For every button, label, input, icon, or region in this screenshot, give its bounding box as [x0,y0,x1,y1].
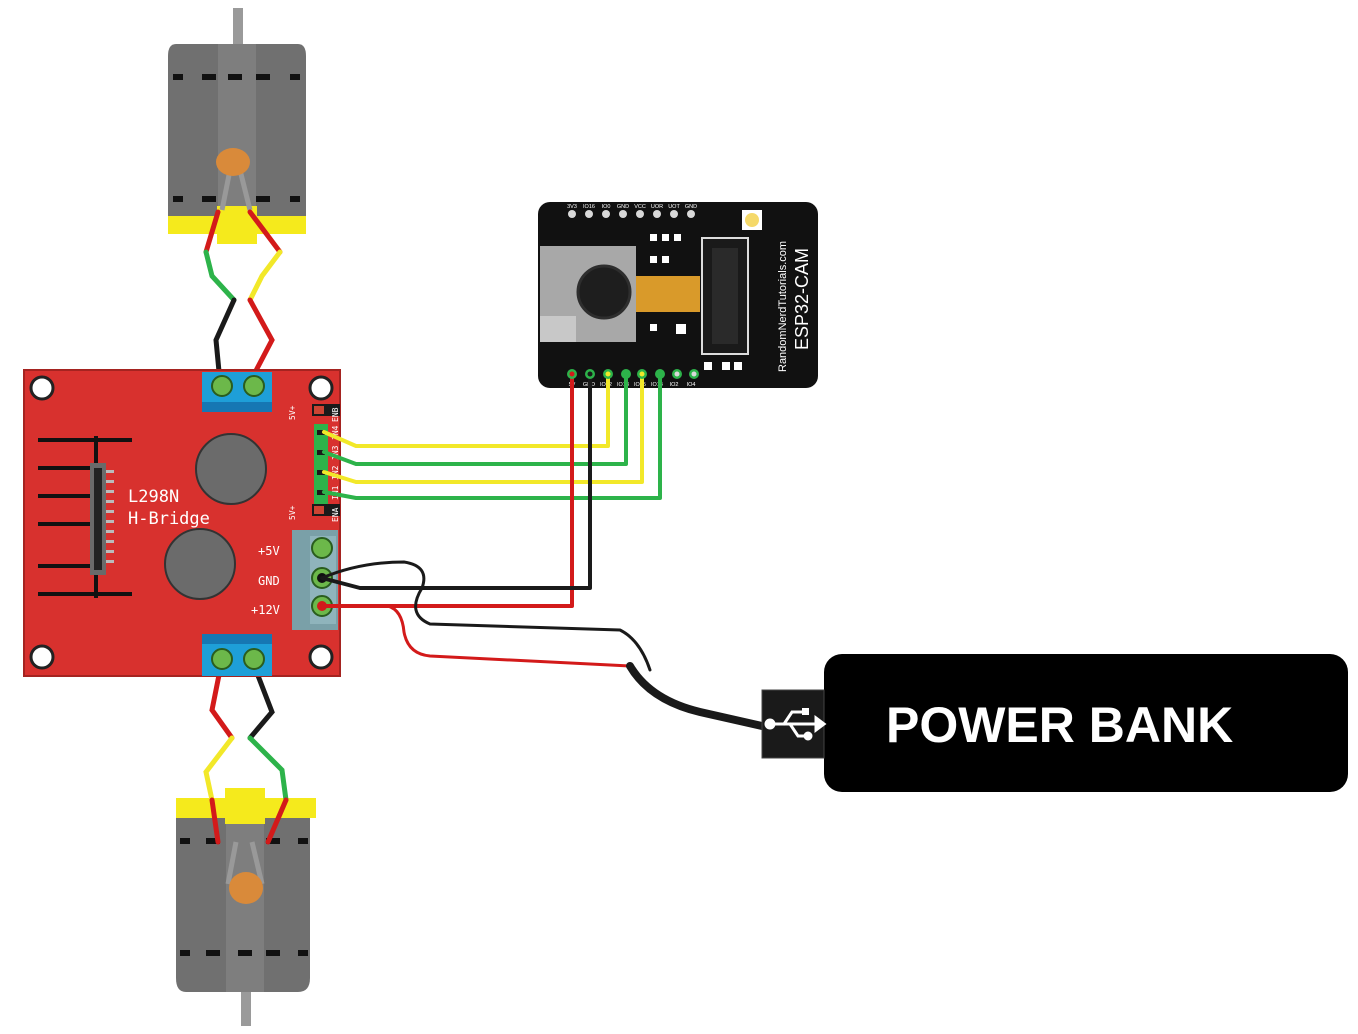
top-pin-label-uor: UOR [651,204,663,210]
esp32-bottom-pin-core [639,371,645,377]
pin-ena-label: ENA [331,507,340,522]
flash-led-icon [745,213,759,227]
top-pin-label-3v3: 3V3 [567,204,577,210]
top-pin-label-gnd: GND [685,204,697,210]
pin-in4-label: IN4 [331,425,340,440]
bottom-pin-label-io14: IO14 [651,382,663,388]
power-bank-cable [320,560,766,730]
esp32-bottom-pin-core [657,371,663,377]
capacitor-icon [229,872,263,904]
esp32-bottom-pin-core [674,371,680,377]
pin-in2-label: IN2 [331,465,340,480]
pin-5v-label: +5V [258,544,280,558]
jumper-5v-label-top: 5V+ [288,405,297,420]
top-pin-label-uot: UOT [668,204,680,210]
capacitor-icon [216,148,250,176]
signal-wires [320,374,662,608]
pin-gnd-label: GND [258,574,280,588]
motor-b-terminal [202,372,272,412]
capacitor-top [195,433,267,505]
l298n-board: L298N H-Bridge +5V GND [23,369,341,677]
top-pin-label-io0: IO0 [602,204,611,210]
top-motor [168,8,306,244]
bottom-pin-label-io4: IO4 [687,382,696,388]
camera-flex-cable [636,276,700,312]
bottom-pin-label-io13: IO13 [617,382,629,388]
camera-lens-icon [576,264,632,320]
esp32-bottom-pin-core [605,371,611,377]
esp32-bottom-pin-core [587,371,593,377]
esp32-bottom-pin-core [691,371,697,377]
chip-label: L298N [128,487,179,507]
pin-in3-label: IN3 [331,445,340,460]
bottom-motor [176,788,316,1026]
usb-icon [764,708,827,741]
board-type-label: H-Bridge [128,509,210,529]
motor-a-terminal [202,634,272,676]
esp32-cam-brand: RandomNerdTutorials.com [777,241,789,372]
top-pin-label-gnd: GND [617,204,629,210]
esp32-cam-title: ESP32-CAM [792,248,812,350]
pin-12v-label: +12V [251,603,280,617]
top-pin-label-vcc: VCC [634,204,646,210]
capacitor-bottom [164,528,236,600]
esp32-bottom-pin-core [569,371,575,377]
top-pin-label-io16: IO16 [583,204,595,210]
power-bank-label: POWER BANK [886,697,1233,753]
heatsink [38,436,132,598]
esp32-bottom-pin-core [623,371,629,377]
control-header [312,404,340,516]
power-bank: POWER BANK [761,654,1348,792]
bottom-pin-label-io2: IO2 [670,382,679,388]
jumper-5v-label-bottom: 5V+ [288,505,297,520]
pin-enb-label: ENB [331,407,340,422]
